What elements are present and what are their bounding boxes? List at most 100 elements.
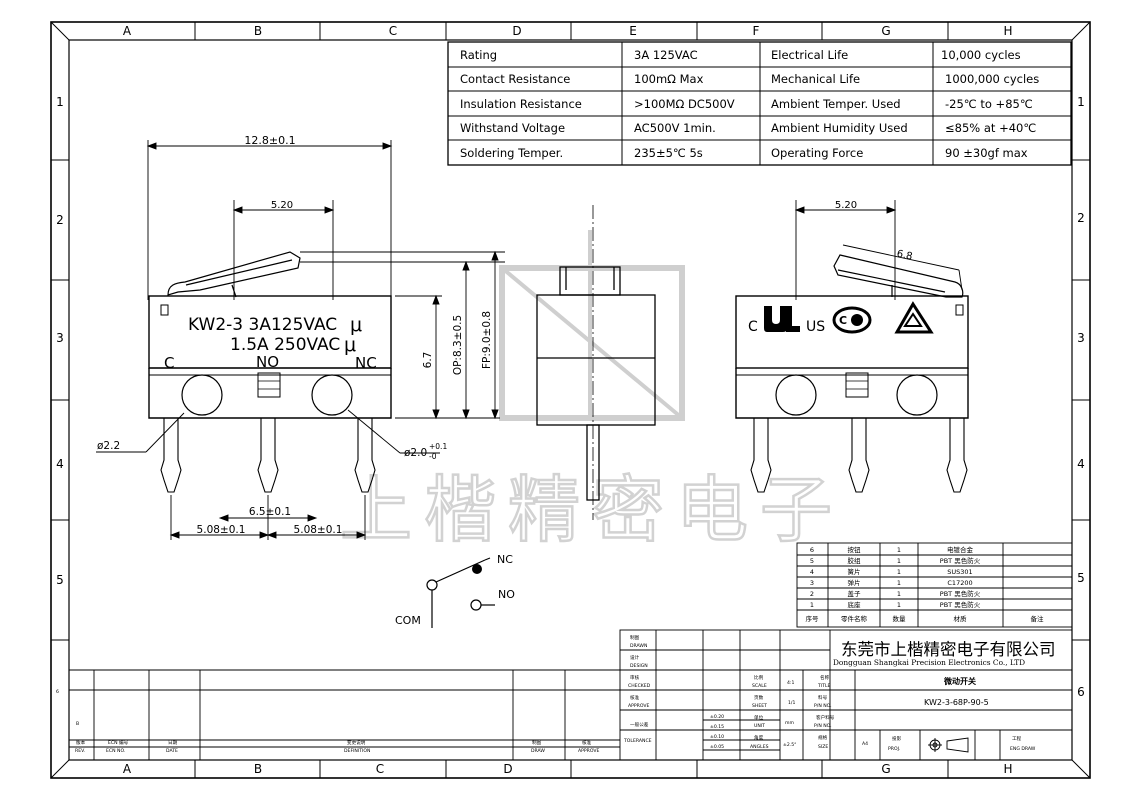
angles-cn: 角度 xyxy=(754,734,764,741)
back-dim-actuator: 5.20 xyxy=(835,200,857,211)
approve2-cn: 核准 xyxy=(582,739,592,746)
bom-material-4: SUS301 xyxy=(947,568,972,576)
side-view xyxy=(536,205,656,520)
bom-name-2: 盖子 xyxy=(848,589,862,598)
bom-name-4: 簧片 xyxy=(848,567,861,576)
unit-cn: 单位 xyxy=(754,714,764,721)
back-dim-lever: 6.8 xyxy=(896,249,914,263)
back-view: 5.20 6.8 C US C xyxy=(735,200,969,493)
bom-name-6: 按钮 xyxy=(848,545,862,554)
spec-value-ambient-temper: -25℃ to +85℃ xyxy=(945,97,1033,111)
proj-label: PROJ. xyxy=(888,746,900,752)
pn2-cn-label: 客户料号 xyxy=(816,714,835,721)
bom-no-5: 5 xyxy=(810,557,814,565)
size-cn-label: 规格 xyxy=(818,734,828,741)
bom-no-3: 3 xyxy=(810,579,814,587)
marking-line1: KW2-3 3A125VAC xyxy=(188,315,337,335)
dim-pin-left: 5.08±0.1 xyxy=(197,524,246,536)
spec-value-withstand-voltage: AC500V 1min. xyxy=(634,121,716,135)
bom-table: 6 按钮 1 电镀合金 5 胶组 1 PBT 黑色防火 4 簧片 1 SUS30… xyxy=(796,542,1073,628)
scale-label: SCALE xyxy=(752,683,767,689)
dim-hole-left: ø2.2 xyxy=(97,440,120,452)
cert-us: US xyxy=(806,319,825,335)
spec-value-operating-force: 90 ±30gf max xyxy=(945,146,1028,160)
tolerance-label: TOLERANCE xyxy=(623,738,652,744)
marking-mu-1: μ xyxy=(350,314,362,336)
approve2-label: APPROVE xyxy=(578,748,600,754)
size-label: SIZE xyxy=(818,744,828,750)
terminal-c: C xyxy=(164,354,174,372)
company-name-en: Dongguan Shangkai Precision Electronics … xyxy=(833,658,1025,667)
dim-pin-center: 6.5±0.1 xyxy=(249,506,291,518)
scale-value: 4:1 xyxy=(787,680,794,686)
grid-col-b-bottom: B xyxy=(254,762,262,776)
part-number: KW2-3-68P-90-5 xyxy=(924,698,989,707)
dim-fp: FP:9.0±0.8 xyxy=(481,311,493,369)
pn-label: P/N NO. xyxy=(814,703,832,709)
grid-row-5-right: 5 xyxy=(1077,571,1085,585)
spec-label-contact-resistance: Contact Resistance xyxy=(460,72,570,86)
rev-cn: 版本 xyxy=(76,739,86,746)
spec-value-insulation-resistance: >100MΩ DC500V xyxy=(634,97,735,111)
bom-material-5: PBT 黑色防火 xyxy=(940,556,981,565)
bom-material-3: C17200 xyxy=(947,579,972,587)
switch-schematic: NC NO COM xyxy=(395,553,515,628)
marking-mu-2: μ xyxy=(344,334,356,356)
checked-cn: 审核 xyxy=(630,674,640,681)
bom-header-no: 序号 xyxy=(806,614,820,623)
spec-label-ambient-humidity: Ambient Humidity Used xyxy=(771,121,908,135)
grid-row-3: 3 xyxy=(56,331,64,345)
bom-material-6: 电镀合金 xyxy=(947,545,974,554)
grid-col-a: A xyxy=(123,24,132,38)
approve-label: APPROVE xyxy=(628,703,650,709)
date-cn: 日期 xyxy=(168,740,178,746)
spec-label-withstand-voltage: Withstand Voltage xyxy=(460,121,565,135)
bom-no-2: 2 xyxy=(810,590,814,598)
grid-col-g-bottom: G xyxy=(881,762,890,776)
spec-label-mechanical-life: Mechanical Life xyxy=(771,72,860,86)
tol-2: ±0.15 xyxy=(710,724,724,730)
bom-qty-6: 1 xyxy=(897,546,901,554)
date-label: DATE xyxy=(166,748,178,754)
definition-cn: 变更说明 xyxy=(347,739,366,746)
spec-value-ambient-humidity: ≤85% at +40℃ xyxy=(945,121,1036,135)
rev-label: REV. xyxy=(75,748,85,754)
grid-row-2: 2 xyxy=(56,213,64,227)
rev-row-b: B xyxy=(76,721,79,727)
bom-header-note: 备注 xyxy=(1031,614,1045,623)
grid-col-g: G xyxy=(881,24,890,38)
bom-no-4: 4 xyxy=(810,568,814,576)
approve-cn: 核准 xyxy=(630,694,640,701)
title-label: TITLE xyxy=(817,683,831,689)
grid-col-c: C xyxy=(389,24,397,38)
triangle-cert-icon xyxy=(894,301,934,334)
pn2-label: P/N NO. xyxy=(814,723,832,729)
grid-col-h: H xyxy=(1003,24,1012,38)
grid-col-d-bottom: D xyxy=(503,762,512,776)
bom-qty-2: 1 xyxy=(897,590,901,598)
watermark-text: 上楷精密电子 xyxy=(340,468,844,552)
schematic-no: NO xyxy=(498,588,515,601)
scale-cn: 比例 xyxy=(754,674,764,681)
grid-col-d: D xyxy=(512,24,521,38)
dim-hole-right-tol-plus: +0.1 xyxy=(429,442,447,451)
spec-value-electrical-life: 10,000 cycles xyxy=(941,48,1021,62)
bom-name-1: 底座 xyxy=(848,600,862,609)
drawing-frame: A B C D E F G H A B C D G H 1 2 3 4 5 1 … xyxy=(50,21,1091,779)
title-cn-label: 名称 xyxy=(820,674,830,681)
ul-logo-icon xyxy=(764,306,800,332)
spec-label-ambient-temper: Ambient Temper. Used xyxy=(771,97,901,111)
bom-name-5: 胶组 xyxy=(848,556,862,565)
grid-row-6-right: 6 xyxy=(1077,685,1085,699)
bom-qty-3: 1 xyxy=(897,579,901,587)
spec-label-rating: Rating xyxy=(460,48,497,62)
definition-label: DEFINITION xyxy=(344,748,370,754)
front-view: 12.8±0.1 5.20 KW2-3 3A125VAC μ 1.5A 250V… xyxy=(96,134,505,540)
ecn-label: ECN NO. xyxy=(106,748,125,754)
company-name-cn: 东莞市上楷精密电子有限公司 xyxy=(841,640,1056,659)
dim-op: OP:8.3±0.5 xyxy=(452,315,464,375)
grid-col-f: F xyxy=(753,24,760,38)
grid-row-1-right: 1 xyxy=(1077,95,1085,109)
grid-row-4-right: 4 xyxy=(1077,457,1085,471)
size-value: A4 xyxy=(862,741,868,747)
